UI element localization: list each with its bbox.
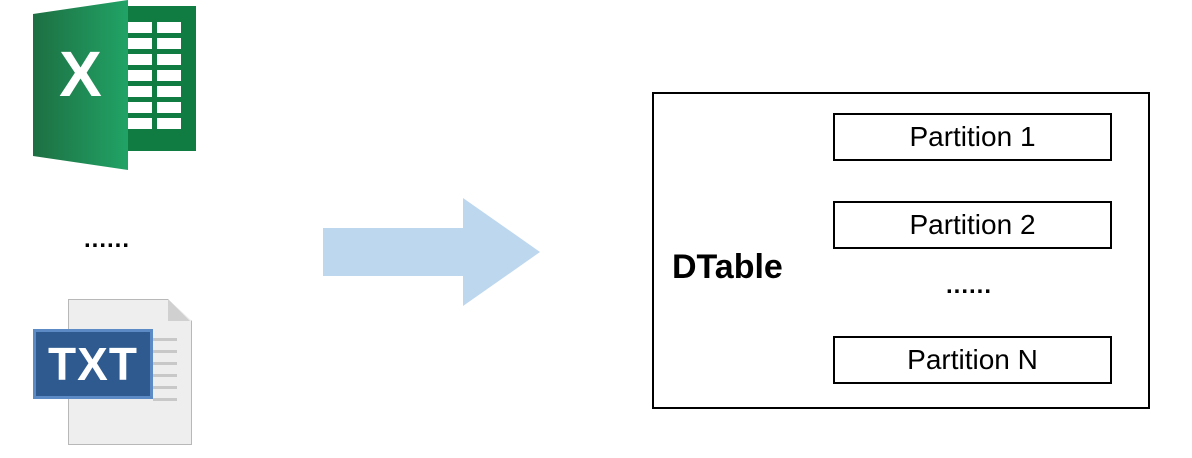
excel-grid-cell bbox=[128, 38, 152, 49]
excel-grid-cell bbox=[157, 118, 181, 129]
excel-grid-cell bbox=[128, 54, 152, 65]
dtable-title: DTable bbox=[672, 248, 783, 286]
txt-text-line bbox=[153, 386, 177, 389]
excel-grid-cell bbox=[157, 70, 181, 81]
txt-text-line bbox=[153, 362, 177, 365]
excel-grid-cell bbox=[128, 102, 152, 113]
excel-grid-cell bbox=[128, 118, 152, 129]
excel-grid-cell bbox=[128, 86, 152, 97]
partition-box: Partition N bbox=[833, 336, 1112, 384]
partition-ellipsis: ...... bbox=[946, 272, 993, 299]
excel-grid-cell bbox=[157, 102, 181, 113]
excel-grid-cell bbox=[157, 38, 181, 49]
txt-text-line bbox=[153, 338, 177, 341]
excel-grid-cell bbox=[157, 54, 181, 65]
txt-text-line bbox=[153, 398, 177, 401]
excel-letter: X bbox=[59, 38, 102, 110]
txt-label: TXT bbox=[33, 329, 153, 399]
partition-box: Partition 2 bbox=[833, 201, 1112, 249]
partition-box: Partition 1 bbox=[833, 113, 1112, 161]
excel-grid-cell bbox=[128, 70, 152, 81]
excel-grid-cell bbox=[157, 86, 181, 97]
file-list-ellipsis: ...... bbox=[84, 226, 131, 253]
txt-text-line bbox=[153, 350, 177, 353]
conversion-arrow-icon bbox=[323, 198, 540, 306]
excel-grid-cell bbox=[157, 22, 181, 33]
excel-grid-cell bbox=[128, 22, 152, 33]
excel-front-panel bbox=[33, 0, 128, 170]
txt-text-line bbox=[153, 374, 177, 377]
excel-grid-icon bbox=[128, 22, 183, 132]
